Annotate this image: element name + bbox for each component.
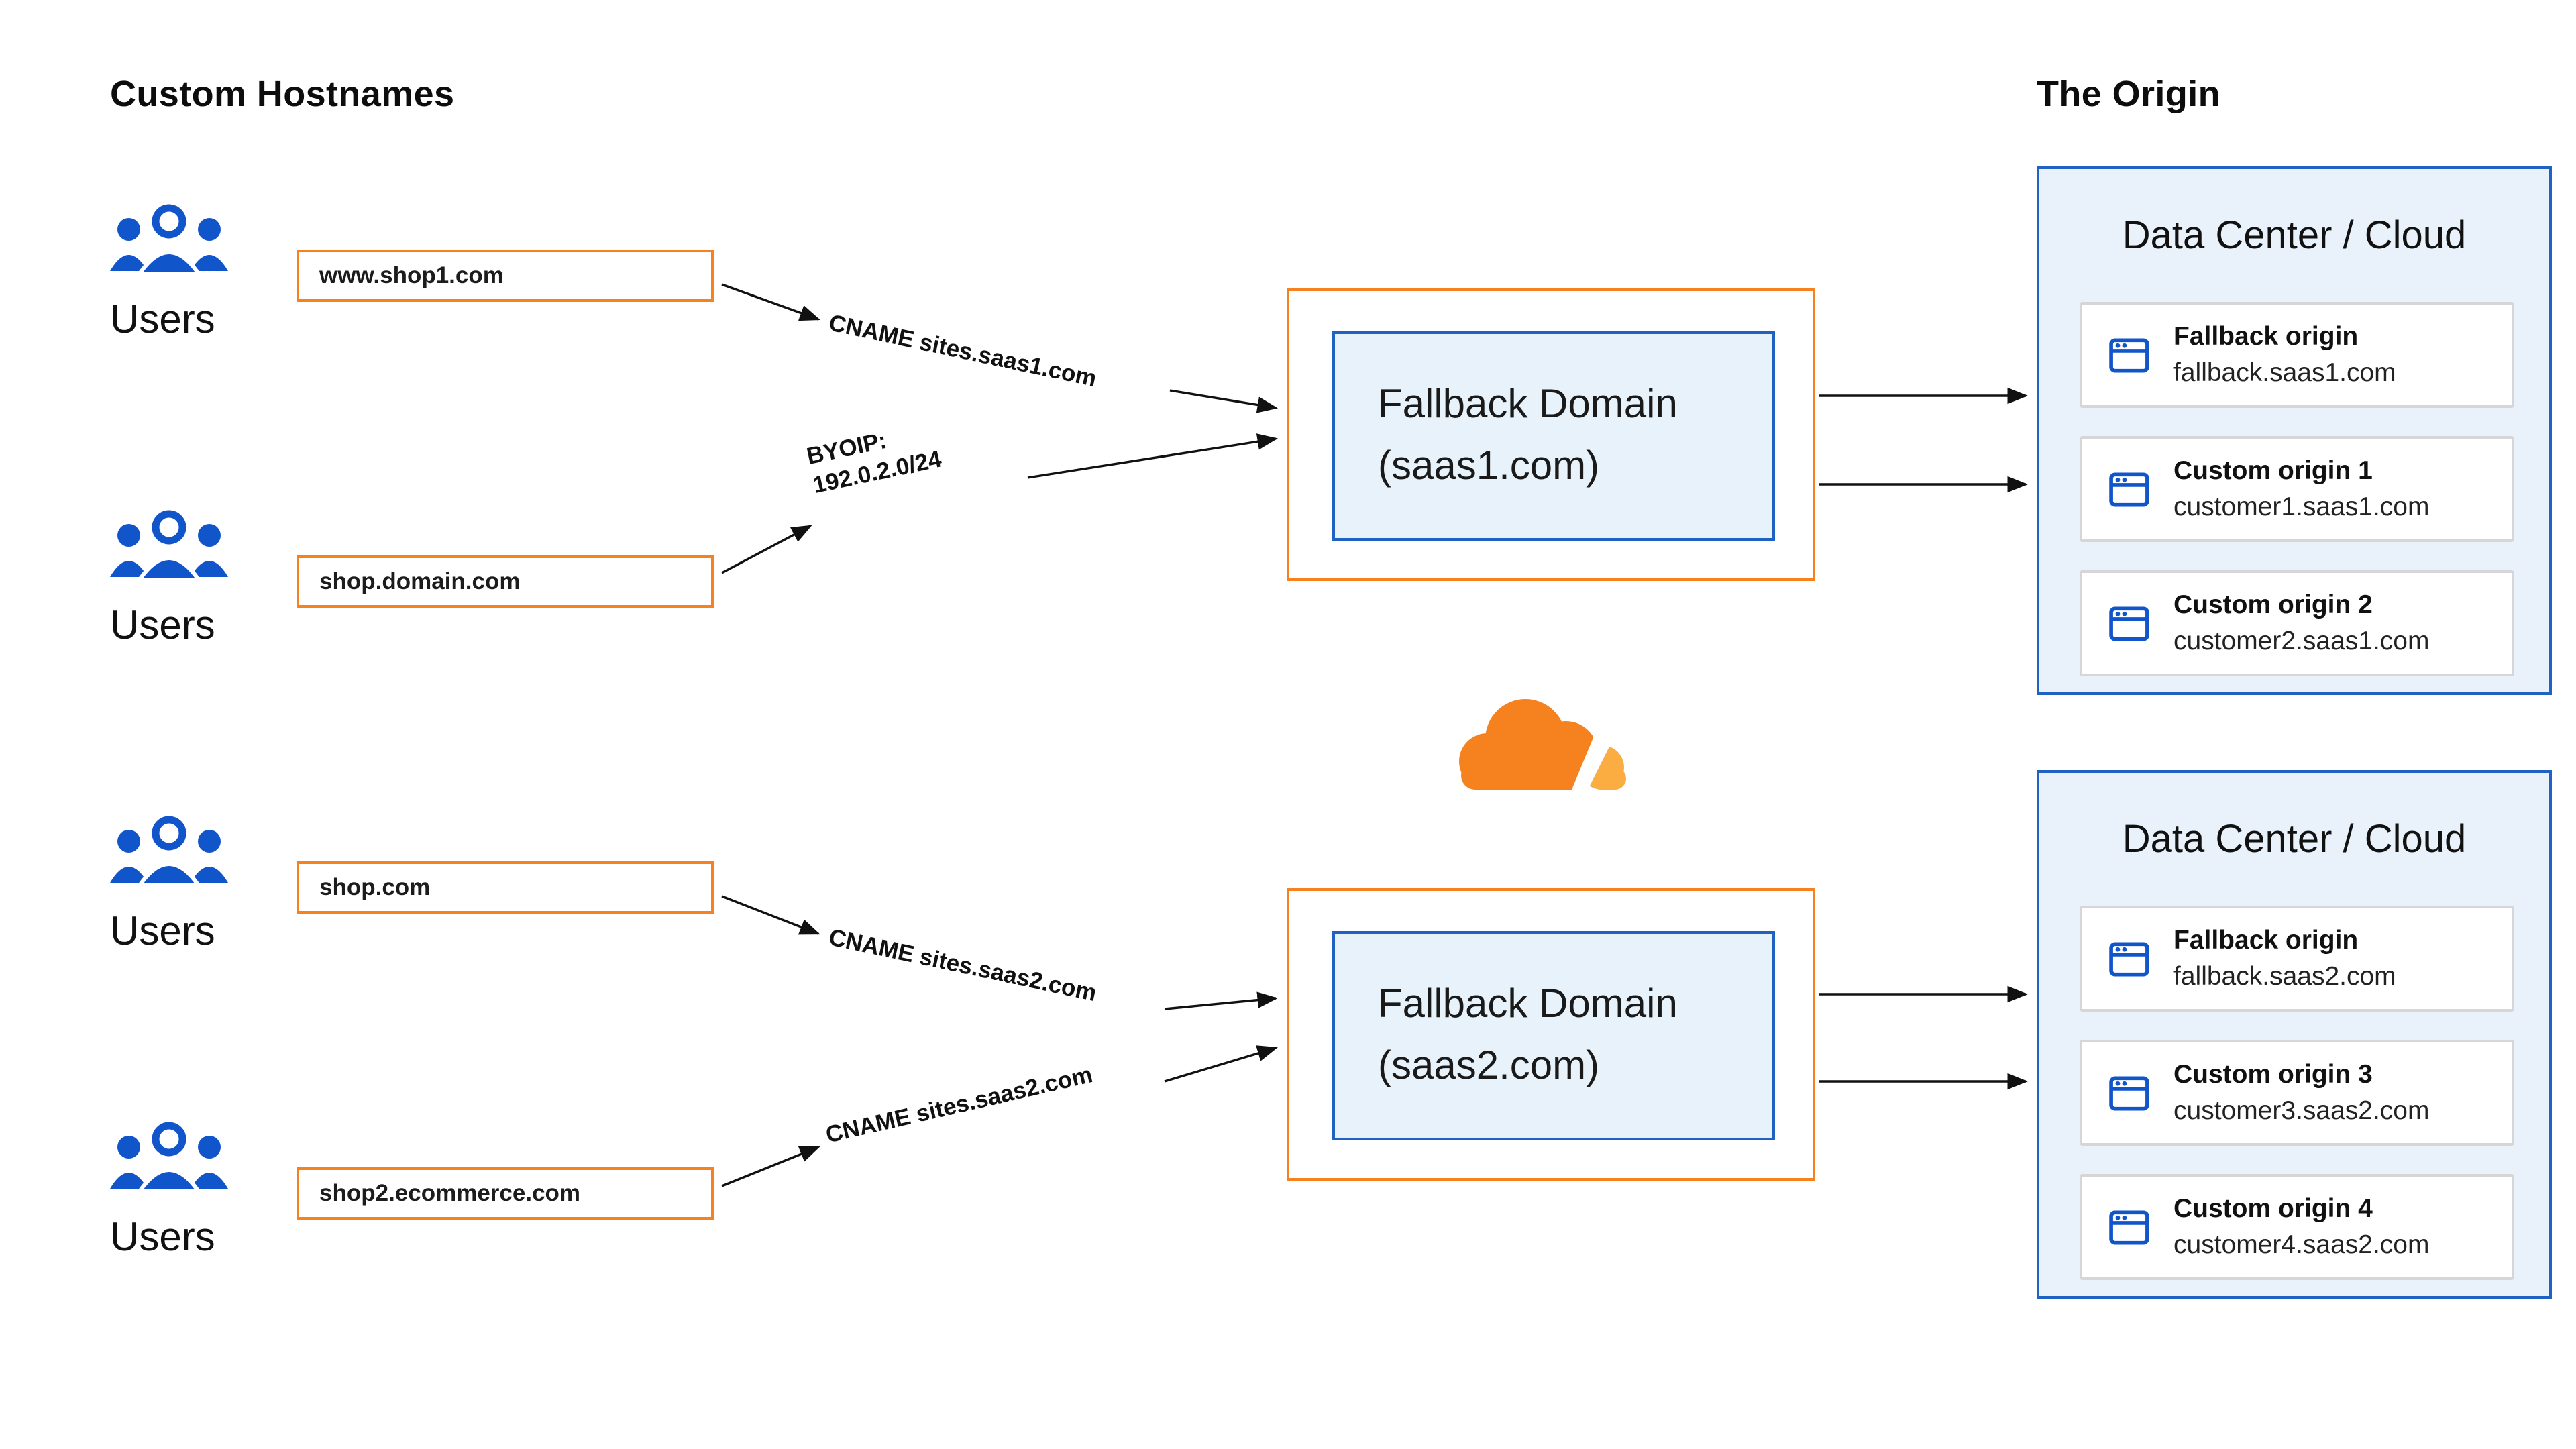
origin-name: Custom origin 3 bbox=[2174, 1059, 2373, 1089]
fallback-domain-box-saas2: Fallback Domain (saas2.com) bbox=[1287, 888, 1815, 1181]
browser-window-icon bbox=[2109, 941, 2149, 976]
edge-label-cname-saas2-b: CNAME sites.saas2.com bbox=[823, 1061, 1095, 1148]
browser-window-icon bbox=[2109, 337, 2149, 372]
origin-card-custom-origin-2: Custom origin 2 customer2.saas1.com bbox=[2080, 570, 2514, 676]
origin-card-custom-origin-1: Custom origin 1 customer1.saas1.com bbox=[2080, 436, 2514, 542]
fallback-domain-name: (saas2.com) bbox=[1378, 1044, 1600, 1088]
fallback-domain-inner-saas2: Fallback Domain (saas2.com) bbox=[1332, 931, 1775, 1140]
edge-label-cname-saas1: CNAME sites.saas1.com bbox=[826, 309, 1099, 392]
users-icon bbox=[110, 816, 228, 888]
browser-window-icon bbox=[2109, 472, 2149, 506]
edge-label-byoip: BYOIP: 192.0.2.0/24 bbox=[804, 416, 945, 500]
origin-text: Custom origin 3 customer3.saas2.com bbox=[2174, 1059, 2430, 1126]
origin-card-fallback-saas2: Fallback origin fallback.saas2.com bbox=[2080, 906, 2514, 1012]
users-icon bbox=[110, 1122, 228, 1193]
origin-name: Fallback origin bbox=[2174, 925, 2359, 955]
fallback-domain-title: Fallback Domain bbox=[1378, 982, 1678, 1026]
hostname-box-www-shop1: www.shop1.com bbox=[297, 250, 714, 302]
origin-host: fallback.saas2.com bbox=[2174, 961, 2396, 991]
users-group-1: Users bbox=[110, 204, 298, 343]
users-group-4: Users bbox=[110, 1122, 298, 1261]
hostname-box-shop2-ecommerce: shop2.ecommerce.com bbox=[297, 1167, 714, 1220]
origin-name: Custom origin 4 bbox=[2174, 1193, 2373, 1223]
arrow-shop1-to-label bbox=[721, 283, 820, 321]
data-center-1: Data Center / Cloud Fallback origin fall… bbox=[2037, 166, 2552, 695]
data-center-title: Data Center / Cloud bbox=[2122, 818, 2467, 861]
the-origin-heading: The Origin bbox=[2037, 74, 2220, 114]
hostname-box-shop-domain: shop.domain.com bbox=[297, 555, 714, 608]
origin-card-custom-origin-4: Custom origin 4 customer4.saas2.com bbox=[2080, 1174, 2514, 1280]
origin-host: customer1.saas1.com bbox=[2174, 492, 2430, 521]
origin-name: Custom origin 2 bbox=[2174, 590, 2373, 619]
browser-window-icon bbox=[2109, 1210, 2149, 1244]
fallback-domain-box-saas1: Fallback Domain (saas1.com) bbox=[1287, 288, 1815, 581]
origin-host: fallback.saas1.com bbox=[2174, 358, 2396, 387]
users-group-2: Users bbox=[110, 510, 298, 649]
users-label: Users bbox=[110, 910, 215, 954]
custom-hostnames-heading: Custom Hostnames bbox=[110, 74, 455, 114]
arrow-shop2-to-label bbox=[721, 1146, 820, 1187]
origin-host: customer3.saas2.com bbox=[2174, 1095, 2430, 1125]
origin-card-custom-origin-3: Custom origin 3 customer3.saas2.com bbox=[2080, 1040, 2514, 1146]
browser-window-icon bbox=[2109, 1075, 2149, 1110]
arrow-label-to-fallback2-b bbox=[1164, 1045, 1278, 1083]
origin-text: Fallback origin fallback.saas2.com bbox=[2174, 925, 2396, 992]
users-icon bbox=[110, 510, 228, 582]
fallback-domain-title: Fallback Domain bbox=[1378, 382, 1678, 427]
users-label: Users bbox=[110, 604, 215, 648]
browser-window-icon bbox=[2109, 606, 2149, 641]
origin-text: Custom origin 1 customer1.saas1.com bbox=[2174, 455, 2430, 523]
edge-label-cname-saas2-a: CNAME sites.saas2.com bbox=[826, 923, 1099, 1007]
data-center-title: Data Center / Cloud bbox=[2122, 215, 2467, 258]
fallback-domain-inner-saas1: Fallback Domain (saas1.com) bbox=[1332, 331, 1775, 541]
origin-name: Fallback origin bbox=[2174, 321, 2359, 351]
users-label: Users bbox=[110, 1216, 215, 1260]
fallback-domain-name: (saas1.com) bbox=[1378, 444, 1600, 488]
arrow-label-to-fallback1-a bbox=[1169, 389, 1279, 413]
origin-host: customer4.saas2.com bbox=[2174, 1230, 2430, 1259]
users-label: Users bbox=[110, 298, 215, 342]
origin-text: Fallback origin fallback.saas1.com bbox=[2174, 321, 2396, 388]
hostname-box-shop: shop.com bbox=[297, 861, 714, 914]
users-group-3: Users bbox=[110, 816, 298, 955]
cloudflare-logo-icon bbox=[1459, 699, 1626, 790]
arrow-label-to-fallback1-b bbox=[1027, 433, 1279, 479]
origin-card-fallback-saas1: Fallback origin fallback.saas1.com bbox=[2080, 302, 2514, 408]
origin-text: Custom origin 4 customer4.saas2.com bbox=[2174, 1193, 2430, 1260]
data-center-2: Data Center / Cloud Fallback origin fall… bbox=[2037, 770, 2552, 1299]
origin-text: Custom origin 2 customer2.saas1.com bbox=[2174, 590, 2430, 657]
origin-host: customer2.saas1.com bbox=[2174, 626, 2430, 655]
arrow-shopdomain-to-label bbox=[721, 525, 812, 574]
origin-name: Custom origin 1 bbox=[2174, 455, 2373, 485]
users-icon bbox=[110, 204, 228, 276]
arrow-label-to-fallback2-a bbox=[1164, 991, 1279, 1010]
arrow-shop-to-label bbox=[721, 895, 820, 935]
